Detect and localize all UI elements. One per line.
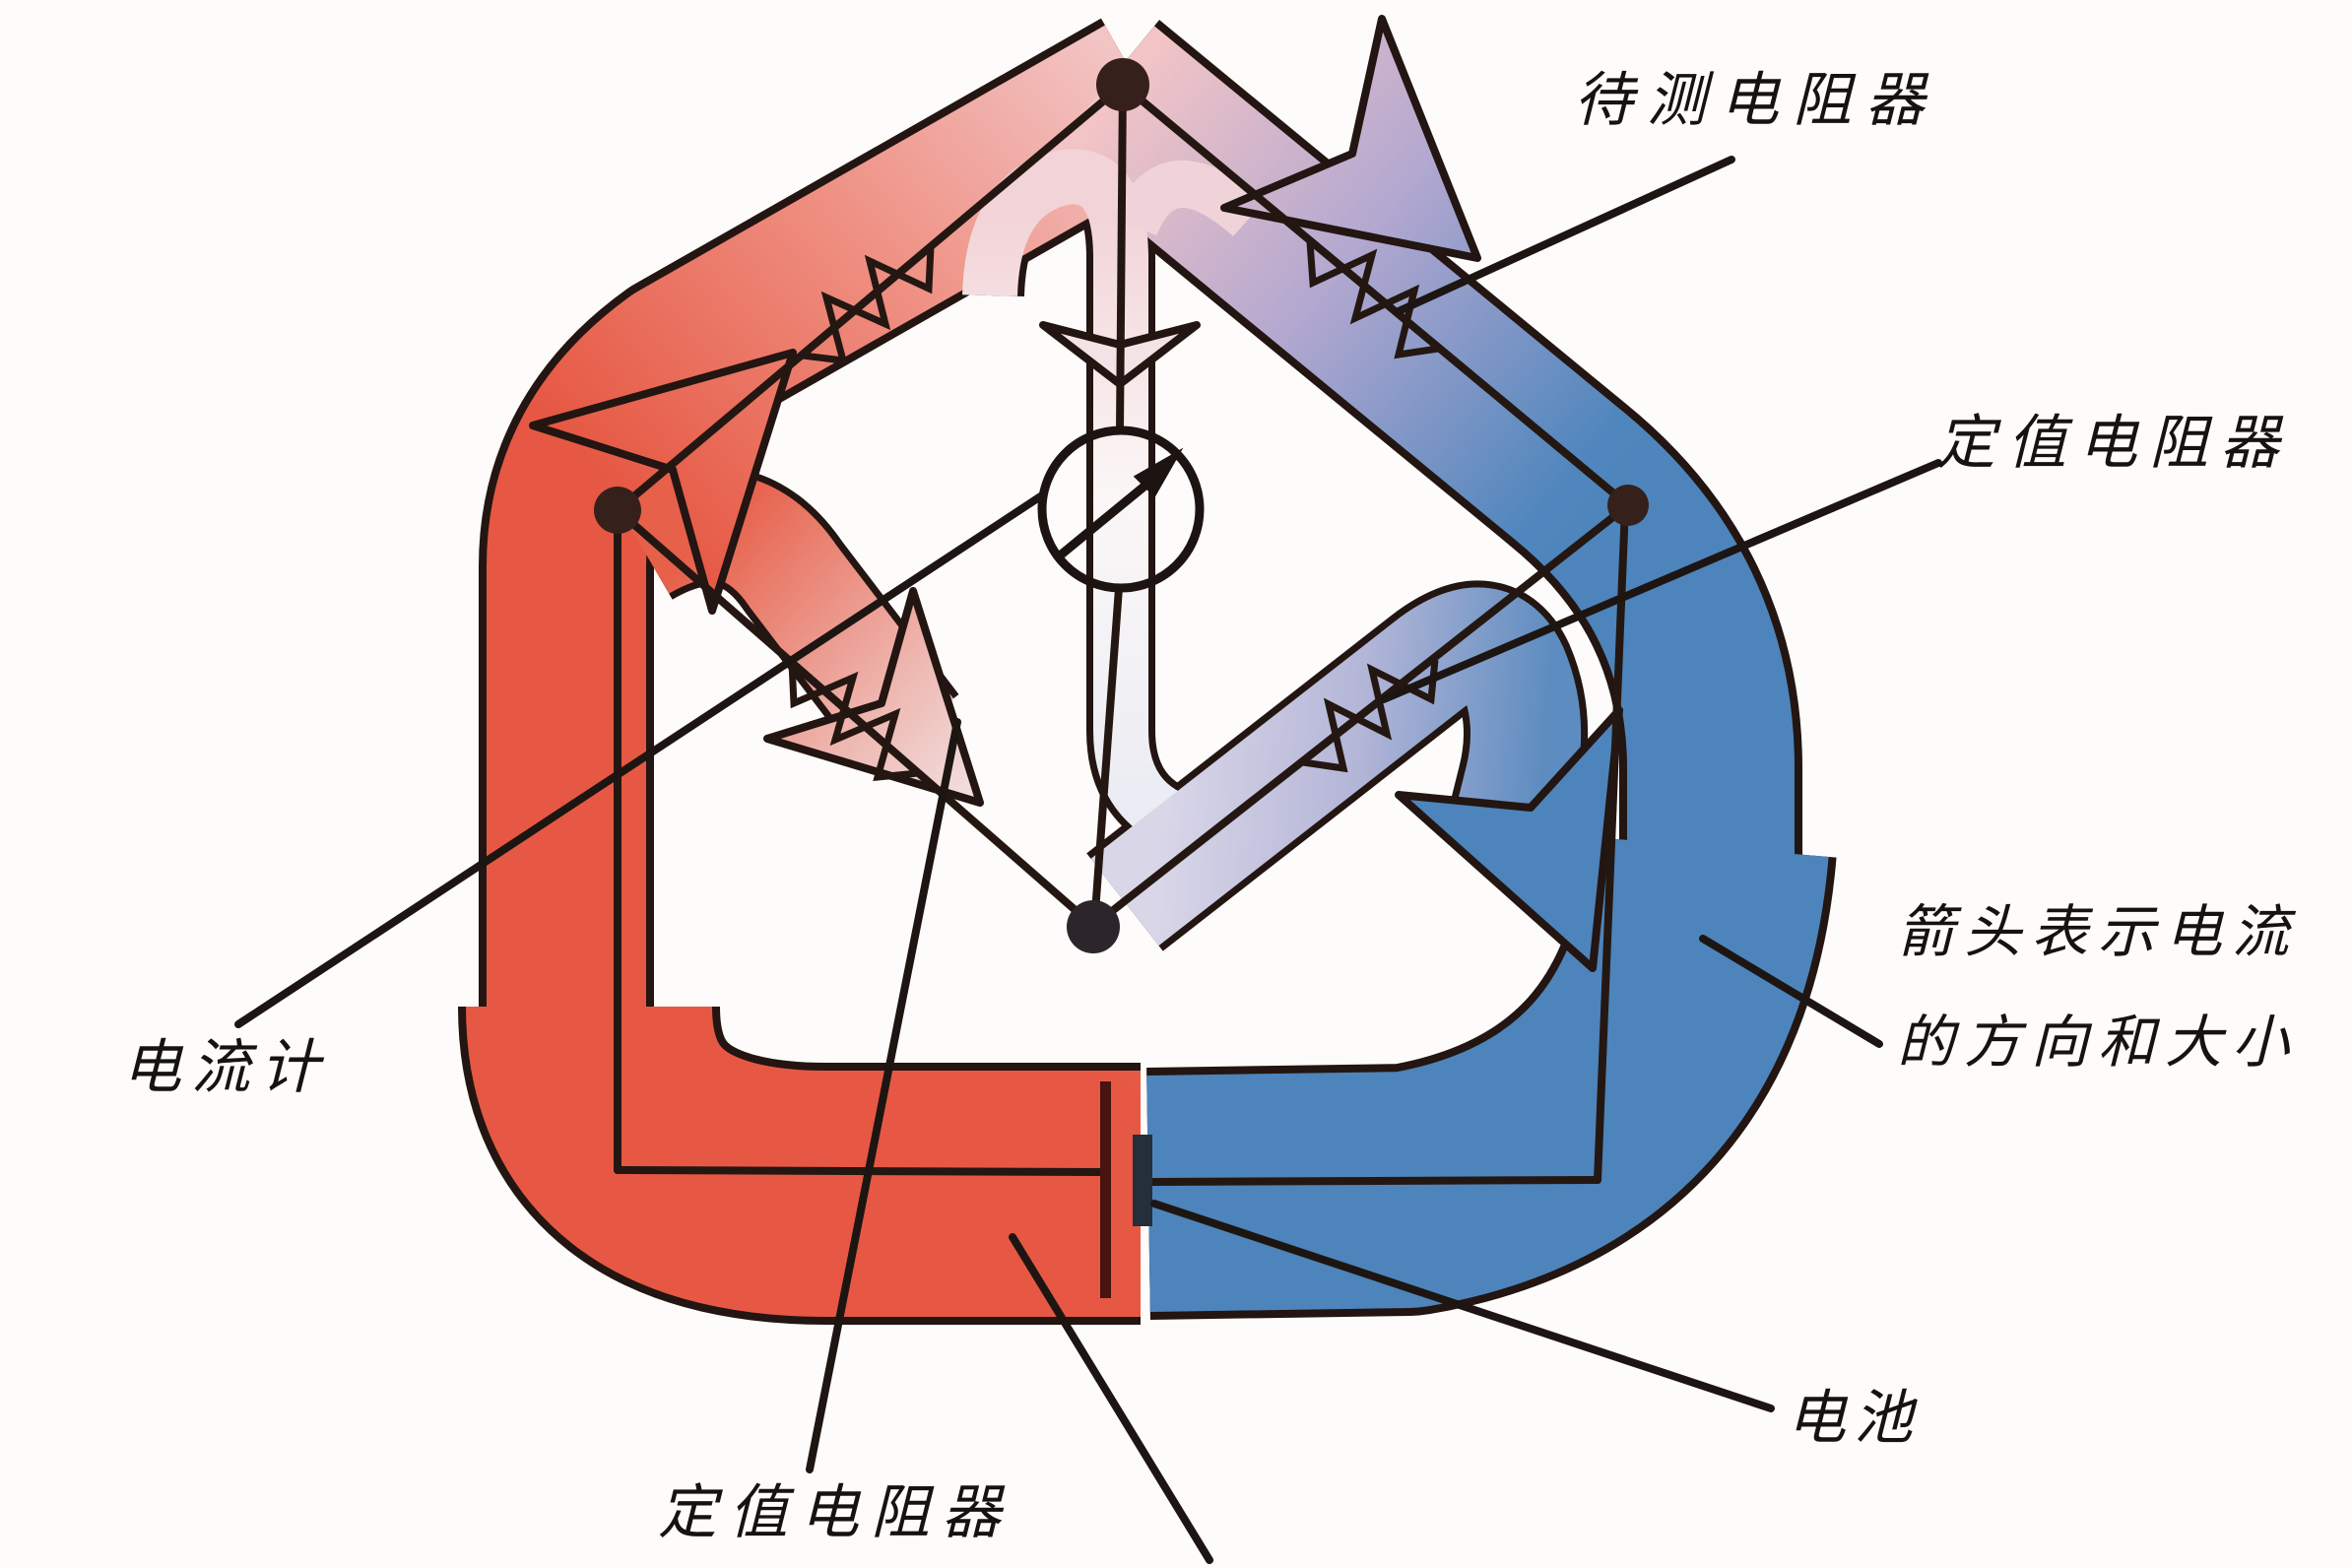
wire-left-rail [614, 1166, 1104, 1176]
wire-galvanometer-to-bottom-node [1090, 584, 1123, 930]
galvanometer-needle [1054, 475, 1157, 561]
label-galvanometer: 电流计 [122, 1035, 329, 1100]
label-fixed-resistor-right: 定值电阻器 [1936, 411, 2291, 476]
leader-resistor-under-test [1395, 156, 1735, 315]
resistor-top-right-under-test [1306, 241, 1439, 359]
battery-long-plate [1100, 1081, 1111, 1298]
band-fill-bottom-left [466, 1003, 1141, 1317]
band-fill-inner-left [615, 473, 953, 763]
wire-apex-to-right-node [1119, 81, 1632, 509]
node-right [1607, 485, 1649, 526]
leader-fixed-resistor-bottom [806, 718, 961, 1473]
band-fill-middle [962, 149, 1230, 853]
galvanometer-dial [1037, 425, 1205, 593]
wire-right-drop [1594, 503, 1629, 1184]
leader-lines [234, 156, 1942, 1564]
battery-short-plate [1133, 1135, 1152, 1226]
leader-arrow-note [1699, 935, 1883, 1048]
leader-battery [1150, 1200, 1775, 1412]
diagram-labels: 待测电阻器 定值电阻器 箭头表示电流 的方向和大小 电池 定值电阻器 电流计 [122, 68, 2299, 1545]
label-battery: 电池 [1787, 1386, 1921, 1451]
band-fill-inner-right [1090, 587, 1582, 947]
leader-extra-bottom [1009, 1233, 1213, 1564]
wire-right-rail [1148, 1176, 1601, 1186]
label-arrow-note-line1: 箭头表示电流 [1897, 900, 2299, 964]
battery-symbol [1100, 1081, 1152, 1298]
circuit-wires [614, 81, 1632, 1186]
band-fill-bottom-right [1146, 835, 1829, 1312]
resistor-top-left [802, 246, 935, 365]
band-fill-left-side [487, 25, 1185, 1059]
galvanometer-needle-tip-icon [1133, 447, 1184, 498]
band-fill-right-diagonal [1047, 26, 1795, 877]
resistor-bottom-right-fixed [1302, 659, 1439, 773]
wire-apex-to-galvanometer [1116, 81, 1127, 434]
resistors [788, 241, 1439, 781]
resistor-bottom-left-fixed [788, 662, 919, 781]
current-arrow-inner-left-icon [763, 587, 984, 807]
node-bottom [1067, 900, 1120, 953]
galvanometer-circle [1037, 425, 1205, 593]
junction-nodes [594, 58, 1649, 953]
leader-fixed-resistor-right [1380, 459, 1942, 703]
wire-left-node-to-bottom-node [614, 506, 1097, 930]
label-arrow-note-line2: 的方向和大小 [1897, 1011, 2299, 1075]
label-resistor-under-test: 待测电阻器 [1574, 68, 1938, 133]
wire-bottom-node-to-right-node [1089, 501, 1632, 930]
label-fixed-resistor-bottom: 定值电阻器 [658, 1480, 1013, 1545]
node-apex [1096, 58, 1149, 111]
leader-galvanometer [234, 491, 1046, 1028]
current-arrow-top-right-icon [1220, 15, 1481, 262]
current-band-fills [466, 25, 1829, 1317]
node-left [594, 487, 641, 534]
wire-apex-to-left-node [614, 81, 1127, 514]
